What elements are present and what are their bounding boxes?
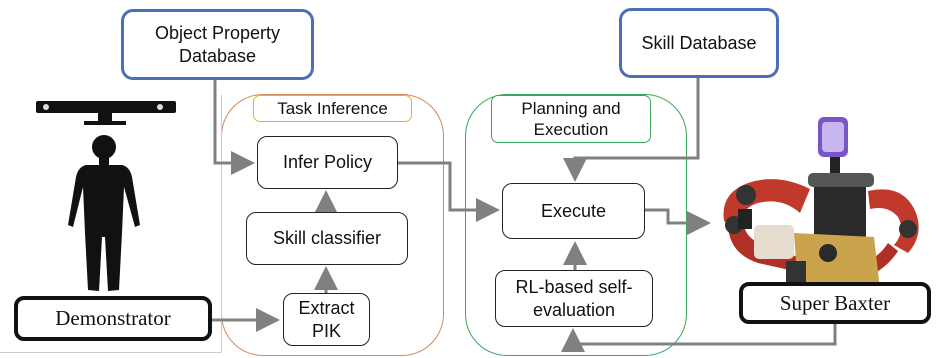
object-property-database: Object Property Database bbox=[121, 9, 314, 80]
arrow-objectdb-to-infer bbox=[213, 80, 255, 175]
infer-policy-node: Infer Policy bbox=[257, 136, 398, 189]
skill-classifier-node: Skill classifier bbox=[246, 212, 408, 265]
super-baxter-image bbox=[698, 113, 938, 335]
planning-execution-title: Planning and Execution bbox=[491, 95, 651, 143]
arrow-infer-to-execute bbox=[397, 161, 500, 222]
planning-execution-group bbox=[465, 94, 687, 356]
demonstrator-image bbox=[0, 95, 222, 353]
execute-node: Execute bbox=[502, 183, 645, 239]
extract-pik-node: Extract PIK bbox=[283, 293, 370, 346]
rl-self-evaluation-node: RL-based self- evaluation bbox=[495, 270, 653, 327]
arrow-execute-to-robot bbox=[645, 208, 711, 235]
arrow-skilldb-to-execute bbox=[563, 78, 700, 182]
task-inference-title: Task Inference bbox=[253, 95, 412, 122]
demonstrator-label: Demonstrator bbox=[14, 296, 212, 341]
demonstrator-silhouette-icon bbox=[36, 101, 176, 291]
robot-icon bbox=[723, 117, 919, 291]
skill-database: Skill Database bbox=[619, 8, 779, 78]
super-baxter-label: Super Baxter bbox=[739, 282, 931, 324]
arrow-robot-to-rl bbox=[561, 322, 837, 352]
